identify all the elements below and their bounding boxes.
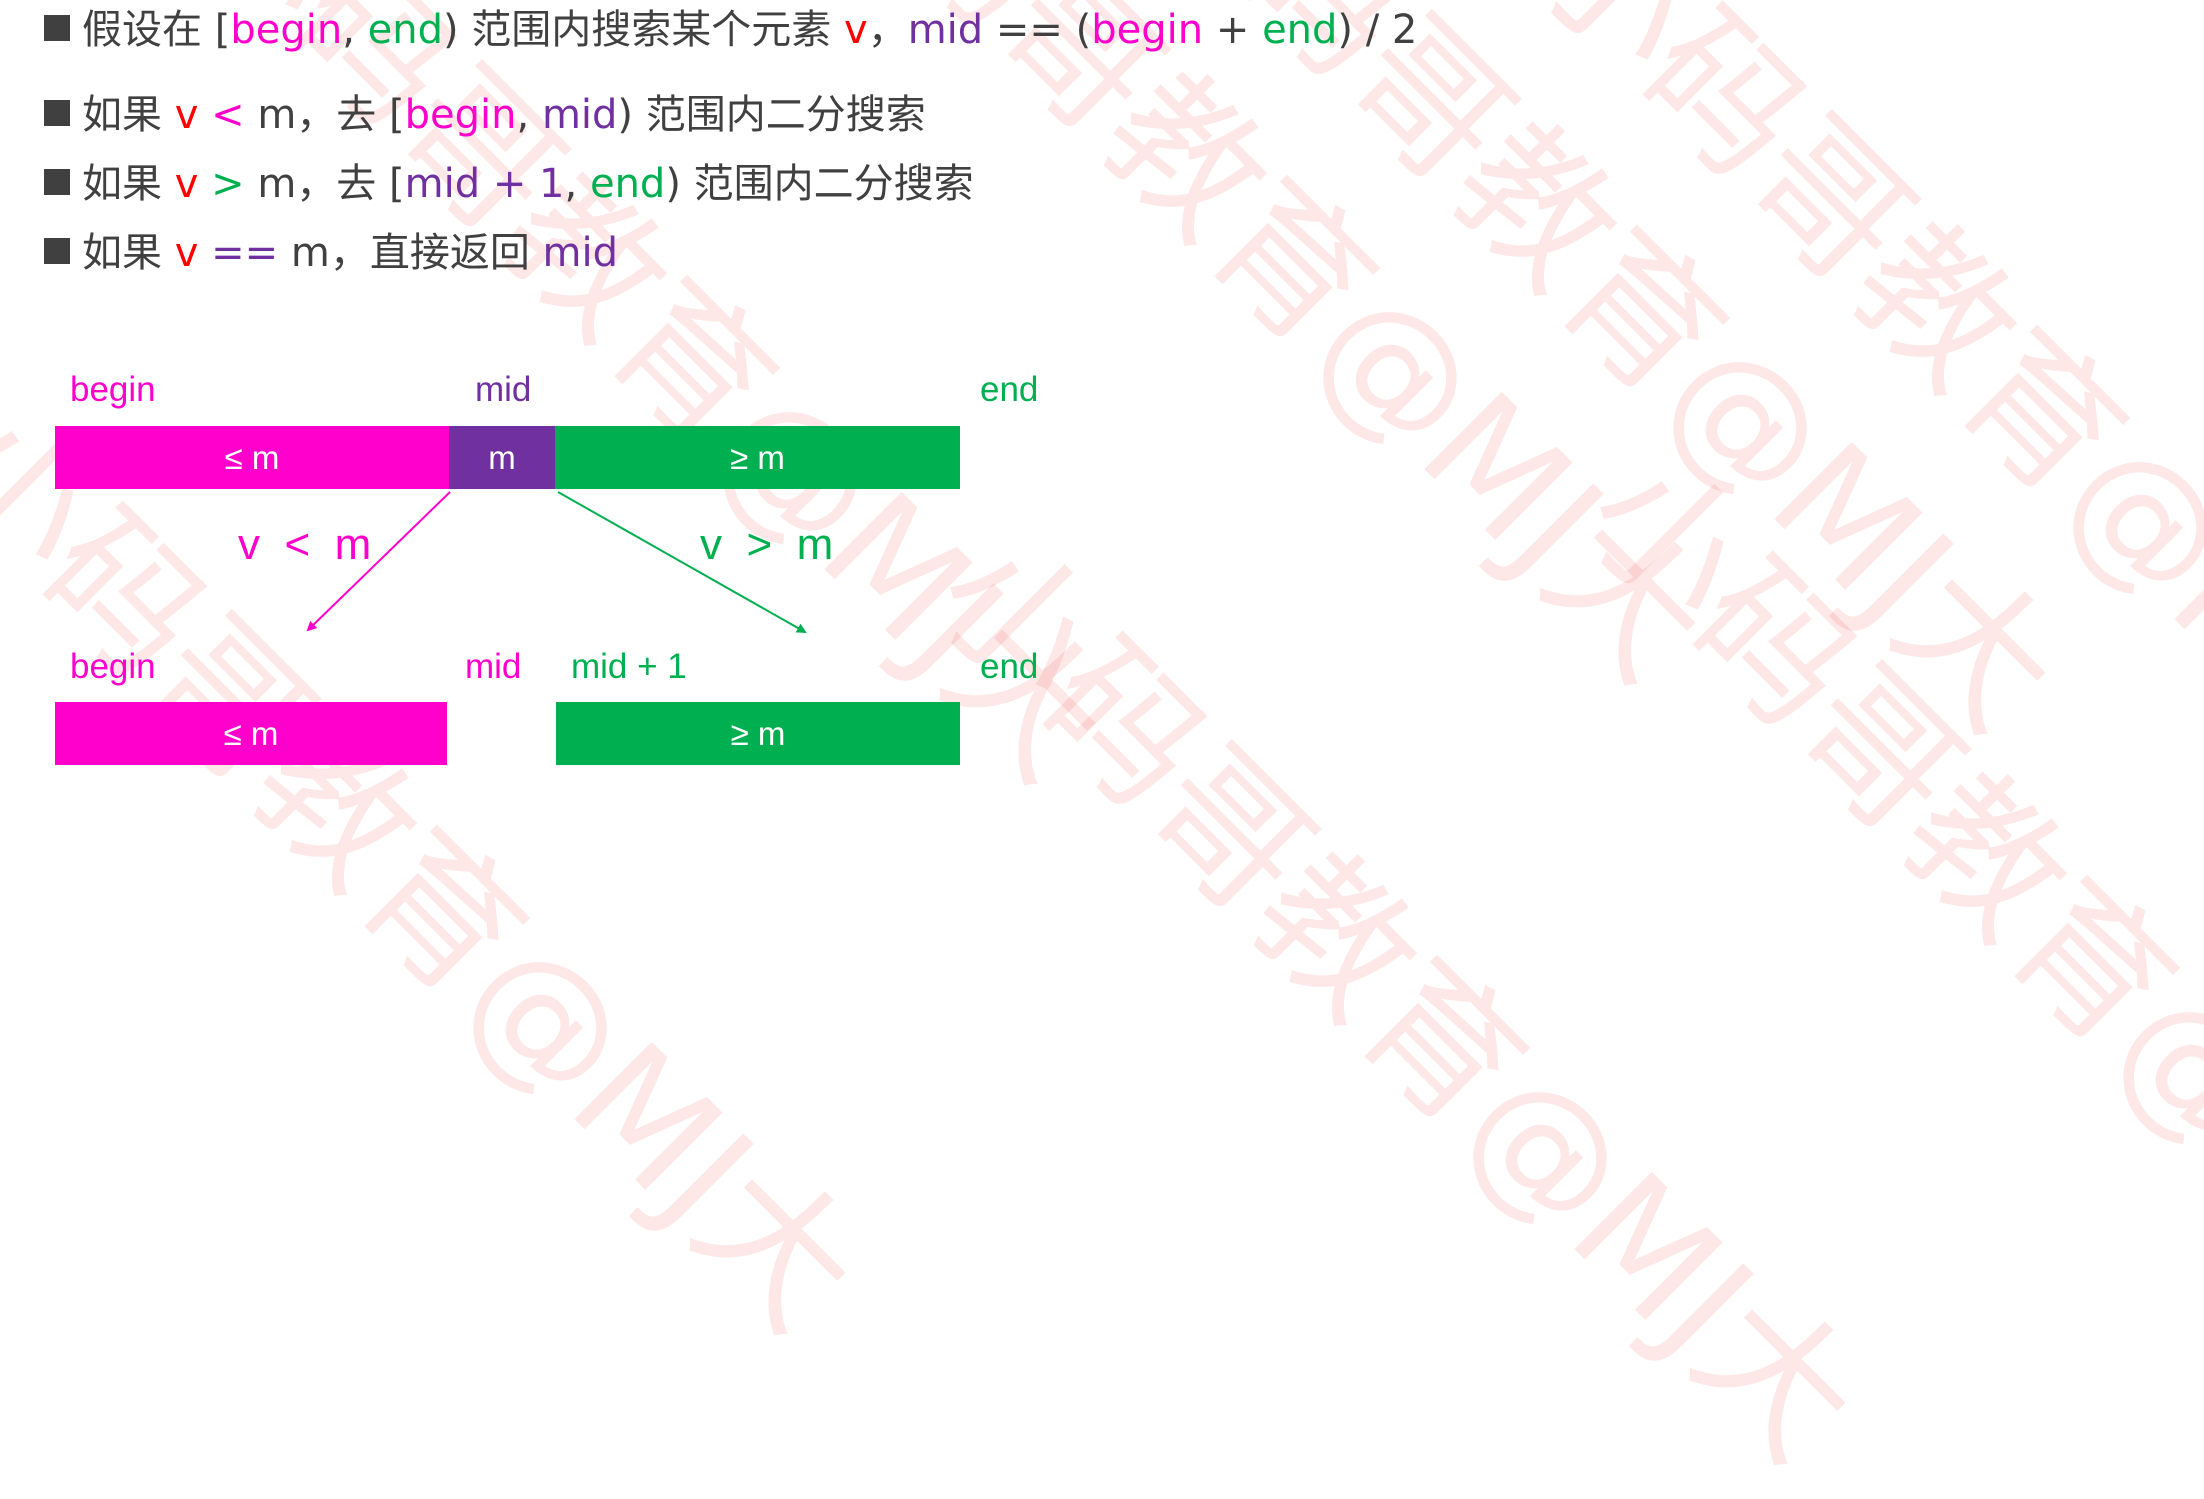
compare-v: v bbox=[700, 520, 722, 569]
less-operator: < bbox=[198, 92, 258, 138]
top-mid-segment: m bbox=[449, 426, 555, 489]
v-keyword: v bbox=[174, 92, 199, 138]
rule-text: + bbox=[1203, 7, 1263, 53]
equal-operator: == bbox=[198, 230, 291, 276]
compare-op: > bbox=[746, 520, 773, 569]
compare-m: m bbox=[334, 520, 372, 569]
bottom-mid-plus-one-label: mid + 1 bbox=[571, 647, 687, 686]
right-branch-arrow bbox=[557, 491, 807, 633]
bottom-mid-label: mid bbox=[465, 647, 522, 686]
bullet-square-icon bbox=[44, 238, 70, 264]
bullet-square-icon bbox=[44, 169, 70, 195]
rule-text: 如果 bbox=[82, 230, 175, 276]
greater-compare-label: v > m bbox=[700, 520, 833, 570]
rule-less-than: 如果 v < m，去 [begin, mid) 范围内二分搜索 bbox=[44, 87, 926, 143]
mid-keyword: mid bbox=[542, 230, 619, 276]
compare-op: < bbox=[284, 520, 311, 569]
rule-search-range: 假设在 [begin, end) 范围内搜索某个元素 v，mid == (beg… bbox=[44, 2, 1417, 58]
bottom-right-segment: ≥ m bbox=[556, 702, 960, 765]
rule-text: ) 范围内搜索某个元素 bbox=[442, 7, 845, 53]
segment-label: ≥ m bbox=[730, 438, 785, 476]
rule-text: 如果 bbox=[82, 92, 175, 138]
less-compare-label: v < m bbox=[238, 520, 371, 570]
rule-text: , bbox=[342, 7, 368, 53]
mid-keyword: mid bbox=[541, 92, 618, 138]
segment-label: ≤ m bbox=[224, 438, 280, 476]
mid-keyword: mid bbox=[907, 7, 984, 53]
top-right-segment: ≥ m bbox=[555, 426, 960, 489]
top-mid-label: mid bbox=[475, 370, 532, 409]
rule-greater-than: 如果 v > m，去 [mid + 1, end) 范围内二分搜索 bbox=[44, 156, 974, 212]
rule-text: m，直接返回 bbox=[290, 230, 543, 276]
greater-operator: > bbox=[198, 161, 258, 207]
rule-text: ) / 2 bbox=[1337, 7, 1418, 53]
v-keyword: v bbox=[844, 7, 868, 53]
top-left-segment: ≤ m bbox=[55, 426, 449, 489]
rule-equal: 如果 v == m，直接返回 mid bbox=[44, 225, 618, 281]
left-branch-arrow bbox=[306, 491, 451, 632]
begin-keyword: begin bbox=[230, 7, 343, 53]
top-end-label: end bbox=[980, 370, 1039, 409]
rule-text: m，去 [ bbox=[257, 161, 405, 207]
top-begin-label: begin bbox=[70, 370, 156, 409]
bottom-begin-label: begin bbox=[70, 647, 156, 686]
segment-label: m bbox=[488, 438, 516, 476]
bottom-left-segment: ≤ m bbox=[55, 702, 447, 765]
end-keyword: end bbox=[367, 7, 443, 53]
rule-text: , bbox=[516, 92, 542, 138]
end-keyword: end bbox=[1262, 7, 1338, 53]
segment-label: ≥ m bbox=[730, 714, 786, 752]
compare-m: m bbox=[796, 520, 834, 569]
rule-text: ， bbox=[867, 7, 908, 53]
rule-text: , bbox=[564, 161, 590, 207]
rule-text: ) 范围内二分搜索 bbox=[617, 92, 926, 138]
bottom-end-label: end bbox=[980, 647, 1039, 686]
bullet-square-icon bbox=[44, 15, 70, 41]
segment-label: ≤ m bbox=[223, 714, 279, 752]
end-keyword: end bbox=[589, 161, 666, 207]
rule-text: m，去 [ bbox=[257, 92, 405, 138]
mid-plus-one-keyword: mid + 1 bbox=[404, 161, 565, 207]
bullet-square-icon bbox=[44, 100, 70, 126]
rule-text: 假设在 [ bbox=[82, 7, 231, 53]
v-keyword: v bbox=[174, 230, 199, 276]
v-keyword: v bbox=[174, 161, 199, 207]
branch-arrows bbox=[306, 491, 807, 633]
rule-text: ) 范围内二分搜索 bbox=[665, 161, 974, 207]
begin-keyword: begin bbox=[404, 92, 517, 138]
rule-text: 如果 bbox=[82, 161, 175, 207]
begin-keyword: begin bbox=[1091, 7, 1204, 53]
rule-text: == ( bbox=[983, 7, 1092, 53]
compare-v: v bbox=[238, 520, 260, 569]
